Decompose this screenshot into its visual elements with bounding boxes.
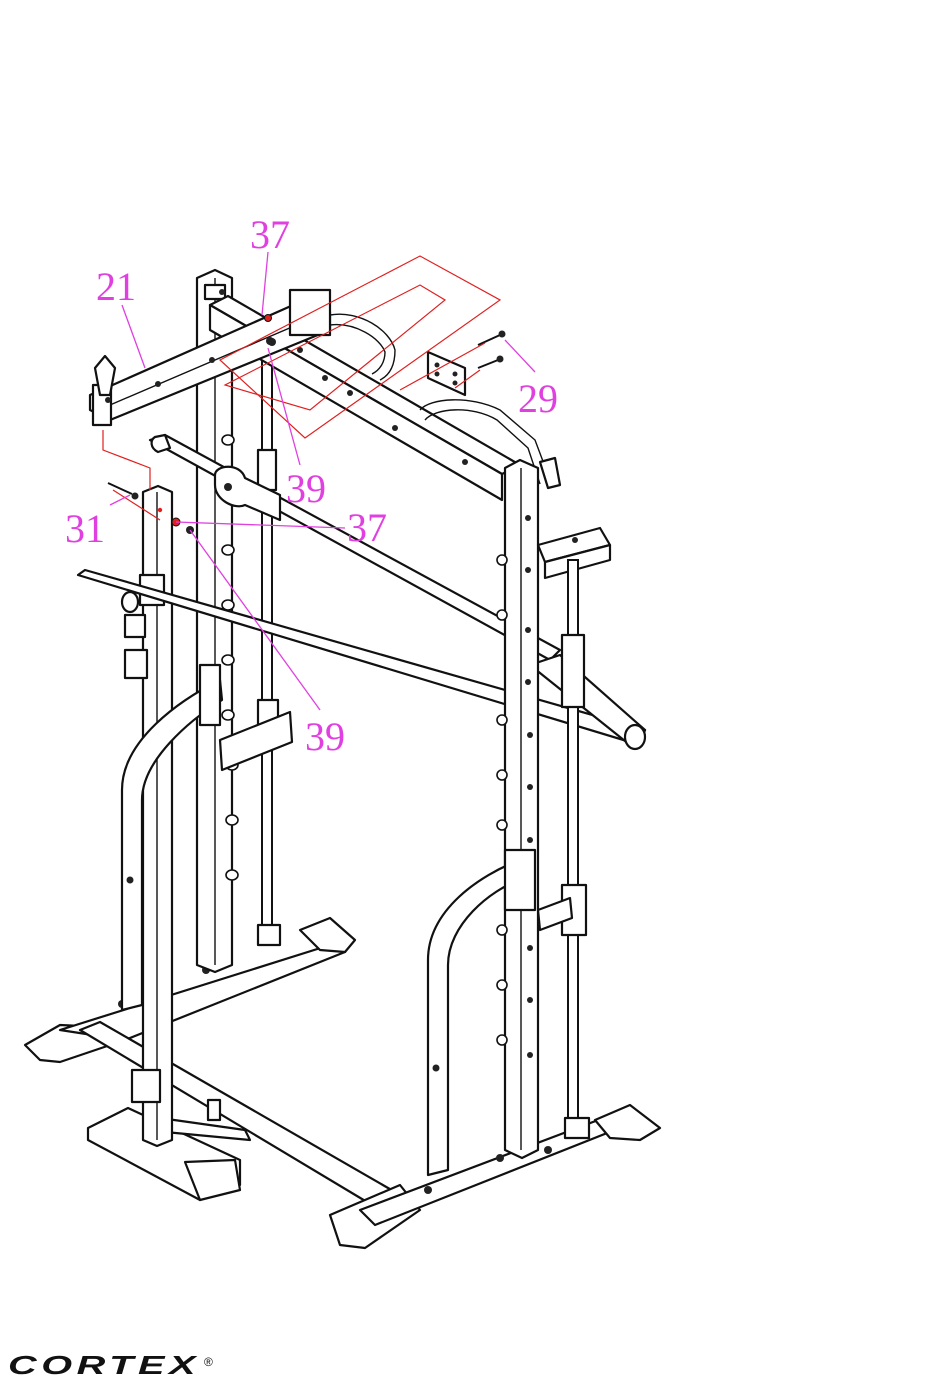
- callout-39-bottom: 39: [305, 714, 345, 759]
- callout-31: 31: [65, 506, 105, 551]
- front-right-upright: [428, 460, 538, 1175]
- part-29-bracket: [428, 331, 506, 396]
- brand-logo: CORTEX ®: [8, 1350, 213, 1380]
- callout-37-top: 37: [250, 212, 290, 257]
- base-frame: [25, 918, 660, 1248]
- callout-39-top: 39: [286, 466, 326, 511]
- callout-21: 21: [96, 264, 136, 309]
- brand-name: CORTEX: [8, 1350, 200, 1380]
- registered-mark: ®: [204, 1355, 213, 1369]
- callout-29: 29: [518, 376, 558, 421]
- callout-37-mid: 37: [347, 505, 387, 550]
- right-guide-rod: [538, 528, 610, 1138]
